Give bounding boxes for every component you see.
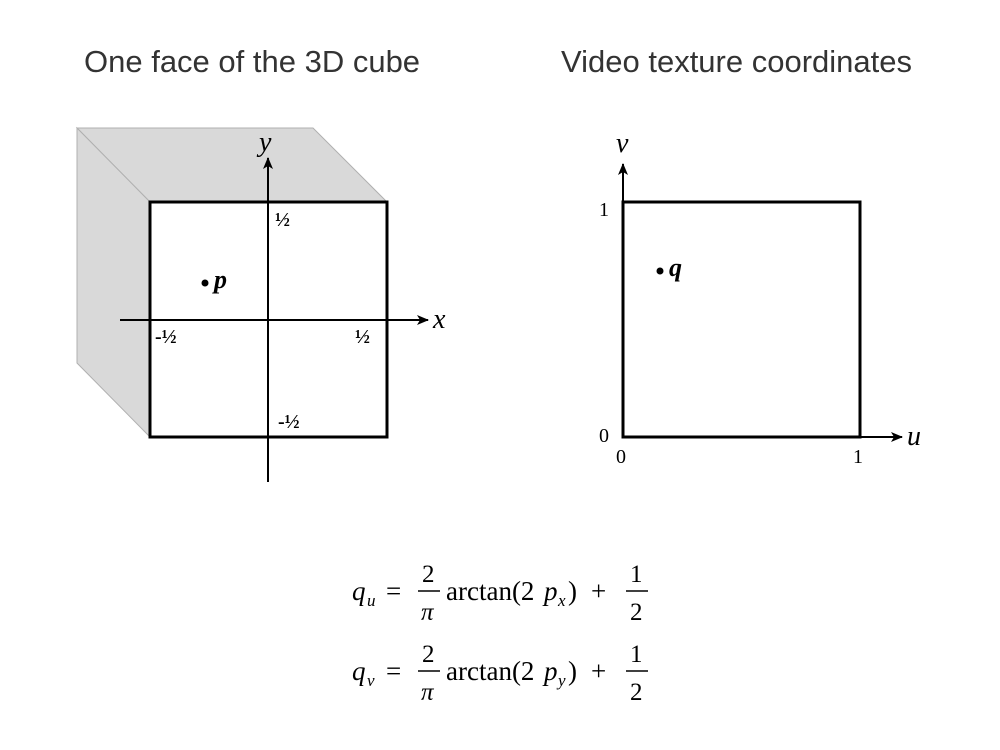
qv-lhs: q (352, 656, 366, 686)
qu-plus: + (591, 576, 606, 606)
u-tick-zero: 0 (616, 446, 626, 468)
tick-top-half: ½ (275, 209, 290, 231)
qu-half-den: 2 (630, 599, 643, 626)
qu-p: p (542, 576, 558, 606)
qv-frac-num: 2 (422, 641, 435, 668)
qu-px-subscript: x (557, 591, 566, 610)
u-tick-one: 1 (853, 446, 863, 468)
formula-qv: q v = 2 π arctan(2 p y ) + 1 2 (352, 641, 648, 706)
qv-py-subscript: y (556, 671, 566, 690)
texture-square (621, 200, 862, 439)
tick-right-half: ½ (355, 326, 370, 348)
qu-subscript: u (367, 591, 376, 610)
qu-lhs: q (352, 576, 366, 606)
v-axis-label: v (616, 128, 629, 159)
point-q-label: q (669, 253, 682, 282)
qu-arctan-close: ) (568, 576, 577, 606)
cube-face-title: One face of the 3D cube (84, 44, 421, 79)
u-axis-label: u (907, 421, 921, 452)
qu-frac-den: π (421, 599, 435, 626)
qv-arctan-open: arctan(2 (446, 656, 534, 686)
v-tick-zero: 0 (599, 425, 609, 447)
qu-arctan-open: arctan(2 (446, 576, 534, 606)
point-p-label: p (212, 265, 227, 294)
qv-frac-den: π (421, 679, 435, 706)
qv-half-den: 2 (630, 679, 643, 706)
qv-subscript: v (367, 671, 375, 690)
cube-group: x y ½ -½ -½ ½ p (75, 126, 446, 482)
qv-half-num: 1 (630, 641, 643, 668)
qv-arctan-close: ) (568, 656, 577, 686)
point-p-dot (201, 279, 209, 287)
qu-half-num: 1 (630, 561, 643, 588)
y-axis-label: y (256, 127, 272, 158)
formula-qu: q u = 2 π arctan(2 p x ) + 1 2 (352, 561, 648, 626)
qv-p: p (542, 656, 558, 686)
texture-title: Video texture coordinates (561, 44, 912, 79)
x-axis-label: x (432, 304, 446, 335)
texture-group: u v 1 0 0 1 q (599, 128, 921, 468)
point-q-dot (656, 267, 664, 275)
tick-left-neg-half: -½ (155, 326, 177, 348)
qu-frac-num: 2 (422, 561, 435, 588)
qu-equals: = (386, 576, 401, 606)
qv-plus: + (591, 656, 606, 686)
tick-bottom-neg-half: -½ (278, 411, 300, 433)
v-tick-one: 1 (599, 199, 609, 221)
qv-equals: = (386, 656, 401, 686)
